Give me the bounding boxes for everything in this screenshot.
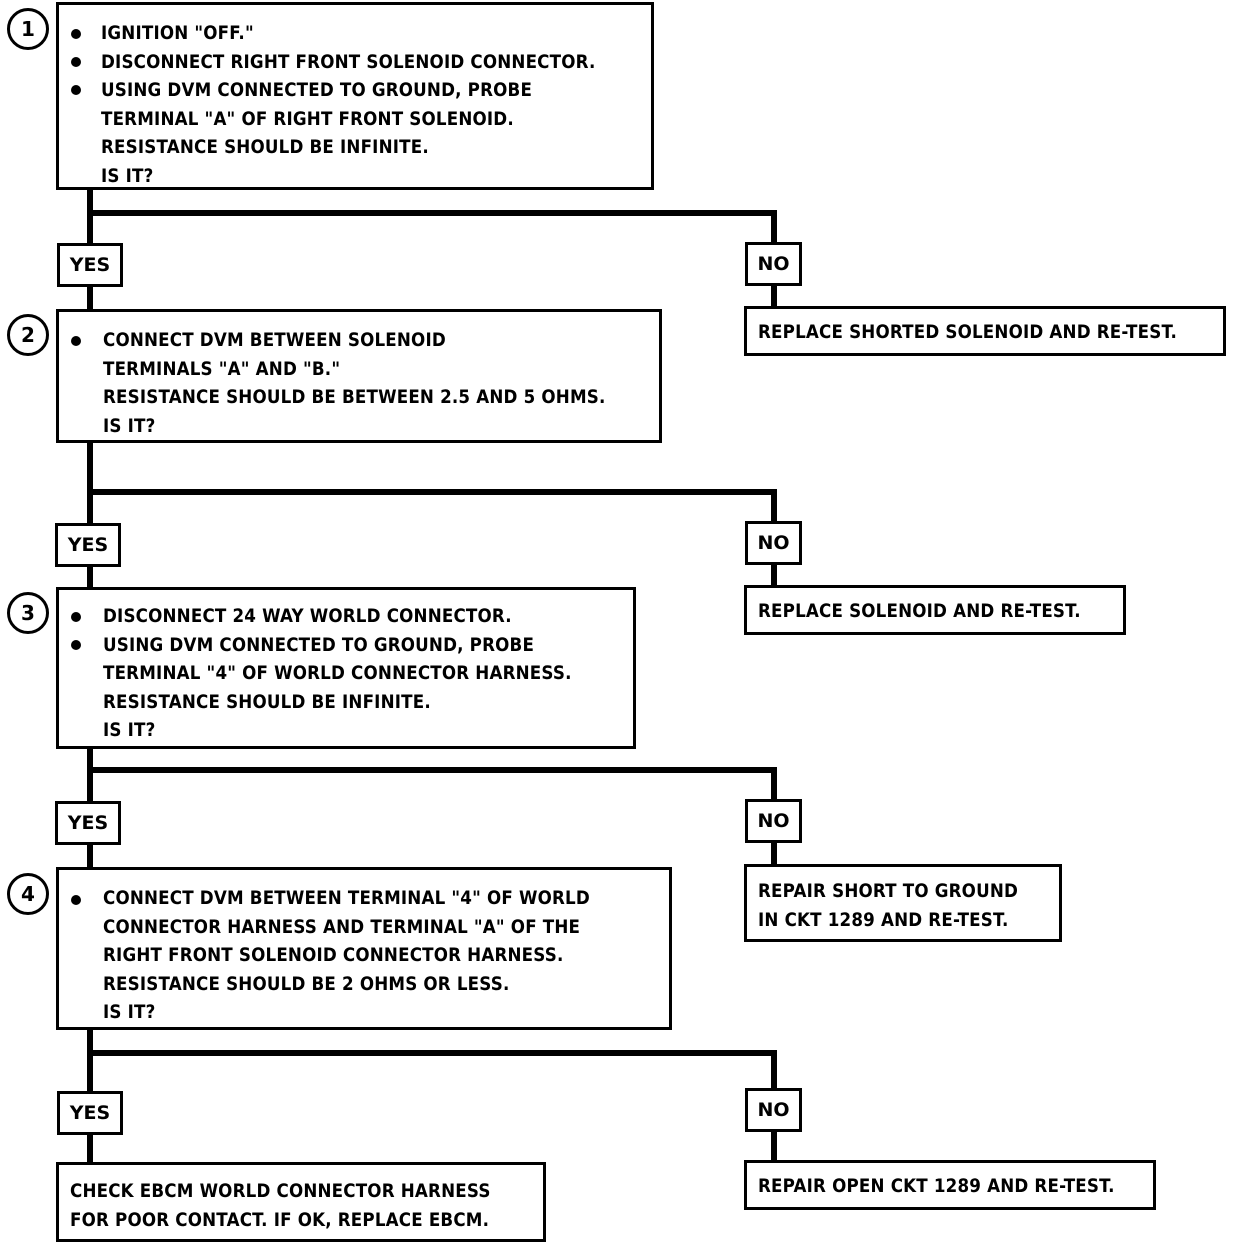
instruction-line: IGNITION "OFF." bbox=[101, 22, 254, 44]
final-yes-result-box: CHECK EBCM WORLD CONNECTOR HARNESS FOR P… bbox=[56, 1162, 546, 1242]
result-line: REPAIR OPEN CKT 1289 AND RE-TEST. bbox=[758, 1175, 1115, 1197]
instruction-line: RESISTANCE SHOULD BE INFINITE. bbox=[103, 690, 431, 713]
instruction-line: RIGHT FRONT SOLENOID CONNECTOR HARNESS. bbox=[103, 944, 564, 966]
bullet-icon bbox=[71, 895, 81, 905]
instruction-line: TERMINAL "A" OF RIGHT FRONT SOLENOID. bbox=[101, 107, 514, 130]
no-label: NO bbox=[745, 242, 802, 286]
instruction-line: CONNECT DVM BETWEEN SOLENOID bbox=[103, 329, 446, 351]
bullet-icon bbox=[71, 85, 81, 95]
instruction-line: TERMINALS "A" AND "B." bbox=[103, 357, 341, 380]
step-number-badge: 3 bbox=[7, 592, 49, 634]
step-1-box: IGNITION "OFF." DISCONNECT RIGHT FRONT S… bbox=[56, 2, 654, 190]
yes-label: YES bbox=[55, 801, 121, 845]
result-line: IN CKT 1289 AND RE-TEST. bbox=[758, 908, 1009, 931]
wire-step3-across bbox=[87, 767, 777, 773]
yes-label: YES bbox=[57, 243, 123, 287]
instruction-line: RESISTANCE SHOULD BE INFINITE. bbox=[101, 136, 429, 158]
question-line: IS IT? bbox=[101, 164, 154, 187]
question-line: IS IT? bbox=[103, 719, 156, 741]
no-result-box: REPLACE SOLENOID AND RE-TEST. bbox=[744, 585, 1126, 635]
yes-label: YES bbox=[55, 523, 121, 567]
step-number-badge: 2 bbox=[7, 314, 49, 356]
question-line: IS IT? bbox=[103, 414, 156, 437]
step-4-box: CONNECT DVM BETWEEN TERMINAL "4" OF WORL… bbox=[56, 867, 672, 1030]
instruction-line: CONNECT DVM BETWEEN TERMINAL "4" OF WORL… bbox=[103, 887, 590, 909]
bullet-icon bbox=[71, 640, 81, 650]
instruction-line: TERMINAL "4" OF WORLD CONNECTOR HARNESS. bbox=[103, 662, 572, 684]
bullet-icon bbox=[71, 57, 81, 67]
instruction-line: USING DVM CONNECTED TO GROUND, PROBE bbox=[101, 79, 533, 101]
instruction-line: DISCONNECT 24 WAY WORLD CONNECTOR. bbox=[103, 605, 512, 627]
no-result-box: REPLACE SHORTED SOLENOID AND RE-TEST. bbox=[744, 306, 1226, 356]
bullet-icon bbox=[71, 29, 81, 39]
wire-step2-across bbox=[87, 489, 777, 495]
result-line: REPLACE SHORTED SOLENOID AND RE-TEST. bbox=[758, 321, 1178, 343]
result-line: REPAIR SHORT TO GROUND bbox=[758, 880, 1019, 902]
wire-step1-across bbox=[87, 210, 777, 216]
yes-label: YES bbox=[57, 1091, 123, 1135]
result-line: FOR POOR CONTACT. IF OK, REPLACE EBCM. bbox=[70, 1208, 490, 1231]
question-line: IS IT? bbox=[103, 1001, 156, 1023]
wire-step2-down bbox=[87, 441, 93, 589]
no-result-box: REPAIR SHORT TO GROUND IN CKT 1289 AND R… bbox=[744, 864, 1062, 942]
step-number-badge: 4 bbox=[7, 873, 49, 915]
no-result-box: REPAIR OPEN CKT 1289 AND RE-TEST. bbox=[744, 1160, 1156, 1210]
no-label: NO bbox=[745, 521, 802, 565]
bullet-icon bbox=[71, 336, 81, 346]
instruction-line: RESISTANCE SHOULD BE 2 OHMS OR LESS. bbox=[103, 972, 510, 995]
step-3-box: DISCONNECT 24 WAY WORLD CONNECTOR. USING… bbox=[56, 587, 636, 749]
wire-step4-across bbox=[87, 1050, 777, 1056]
instruction-line: RESISTANCE SHOULD BE BETWEEN 2.5 AND 5 O… bbox=[103, 386, 606, 408]
instruction-line: DISCONNECT RIGHT FRONT SOLENOID CONNECTO… bbox=[101, 50, 596, 73]
instruction-line: CONNECTOR HARNESS AND TERMINAL "A" OF TH… bbox=[103, 915, 581, 938]
step-2-box: CONNECT DVM BETWEEN SOLENOID TERMINALS "… bbox=[56, 309, 662, 443]
result-line: REPLACE SOLENOID AND RE-TEST. bbox=[758, 600, 1081, 622]
bullet-icon bbox=[71, 612, 81, 622]
no-label: NO bbox=[745, 1088, 802, 1132]
instruction-line: USING DVM CONNECTED TO GROUND, PROBE bbox=[103, 633, 535, 656]
result-line: CHECK EBCM WORLD CONNECTOR HARNESS bbox=[70, 1180, 491, 1202]
step-number-badge: 1 bbox=[7, 8, 49, 50]
no-label: NO bbox=[745, 799, 802, 843]
